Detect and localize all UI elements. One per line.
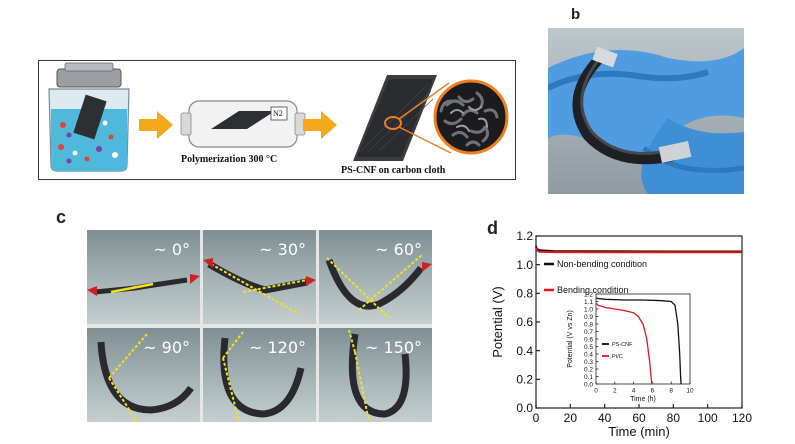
tube-furnace-icon bbox=[180, 100, 306, 148]
bent-electrode-photo bbox=[548, 28, 744, 194]
y-tick-label: 1.0 bbox=[516, 258, 533, 272]
series-line-pt-c bbox=[595, 302, 653, 385]
y-tick-label: 0.0 bbox=[584, 381, 593, 388]
gas-label: N2 bbox=[273, 109, 283, 118]
x-tick-label: 0 bbox=[594, 388, 598, 395]
x-axis-label: Time (h) bbox=[630, 396, 656, 403]
y-tick-label: 0.7 bbox=[584, 329, 593, 336]
bend-30-illustration bbox=[203, 258, 316, 315]
polymerization-caption: Polymerization 300 °C bbox=[181, 154, 278, 165]
y-tick-label: 0.6 bbox=[516, 315, 533, 329]
x-tick-label: 80 bbox=[667, 411, 681, 425]
y-tick-label: 0.3 bbox=[584, 359, 593, 366]
panel-label-d: d bbox=[487, 218, 498, 238]
x-axis-label: Time (min) bbox=[608, 424, 670, 439]
y-tick-label: 0.9 bbox=[584, 314, 593, 321]
bend-120-illustration bbox=[220, 331, 305, 422]
y-tick-label: 0.2 bbox=[516, 373, 533, 387]
x-tick-label: 4 bbox=[632, 388, 636, 395]
panel-c-bending-photos: ~ 0° ~ 30° ~ 60° ~ 90° bbox=[87, 230, 432, 422]
bend-90-illustration bbox=[97, 333, 194, 422]
y-tick-label: 1.2 bbox=[516, 229, 533, 243]
flexible-electrode-icon bbox=[572, 46, 692, 165]
bend-angle-label: ~ 120° bbox=[248, 338, 306, 357]
process-arrow-icon bbox=[303, 111, 337, 139]
bend-angle-label: ~ 0° bbox=[153, 240, 190, 259]
y-tick-label: 0.2 bbox=[584, 366, 593, 373]
y-tick-label: 0.5 bbox=[584, 344, 593, 351]
legend-label: PS-CNF bbox=[612, 342, 633, 348]
carbon-cloth-caption: PS-CNF on carbon cloth bbox=[341, 165, 446, 176]
panel-b-photo bbox=[548, 28, 744, 194]
y-axis-label: Potential (V) bbox=[490, 286, 505, 358]
bend-0-illustration bbox=[87, 274, 200, 296]
y-tick-label: 1.0 bbox=[584, 306, 593, 313]
bend-angle-label: ~ 150° bbox=[364, 338, 422, 357]
y-tick-label: 0.1 bbox=[584, 374, 593, 381]
x-tick-label: 40 bbox=[598, 411, 612, 425]
bend-angle-label: ~ 90° bbox=[143, 338, 190, 357]
nanofiber-zoom-icon bbox=[433, 79, 509, 155]
x-tick-label: 10 bbox=[686, 388, 694, 395]
x-tick-label: 0 bbox=[533, 411, 540, 425]
x-tick-label: 6 bbox=[651, 388, 655, 395]
bend-photo-120: ~ 120° bbox=[203, 328, 316, 422]
y-tick-label: 0.6 bbox=[584, 336, 593, 343]
legend-label: Bending condition bbox=[557, 285, 629, 295]
legend-label: Non-bending condition bbox=[557, 259, 647, 269]
bend-photo-0: ~ 0° bbox=[87, 230, 200, 324]
x-tick-label: 8 bbox=[669, 388, 673, 395]
bend-photo-90: ~ 90° bbox=[87, 328, 200, 422]
panel-label-c: c bbox=[56, 207, 67, 227]
y-axis-label: Potential (V vs Zn) bbox=[567, 310, 574, 368]
x-tick-label: 2 bbox=[613, 388, 617, 395]
carbon-cloth-icon bbox=[353, 75, 452, 161]
panel-a-schematic: N2 Polymerization 300 °C PS-CNF on carbo… bbox=[38, 60, 516, 180]
panel-label-b: b bbox=[571, 6, 581, 23]
series-line-ps-cnf bbox=[595, 297, 682, 385]
y-tick-label: 0.8 bbox=[584, 321, 593, 328]
bend-photo-150: ~ 150° bbox=[319, 328, 432, 422]
x-tick-label: 120 bbox=[732, 411, 752, 425]
legend-label: Pt/C bbox=[612, 354, 623, 360]
bend-angle-label: ~ 60° bbox=[375, 240, 422, 259]
series-line-bending-condition bbox=[535, 247, 742, 254]
bend-angle-label: ~ 30° bbox=[259, 240, 306, 259]
y-tick-label: 1.2 bbox=[584, 291, 593, 298]
y-tick-label: 0.0 bbox=[516, 401, 533, 415]
y-tick-label: 0.8 bbox=[516, 287, 533, 301]
y-tick-label: 0.4 bbox=[516, 344, 533, 358]
x-tick-label: 100 bbox=[698, 411, 718, 425]
y-tick-label: 1.1 bbox=[584, 299, 593, 306]
x-tick-label: 60 bbox=[632, 411, 646, 425]
glove-hand-icon bbox=[548, 48, 744, 194]
process-arrow-icon bbox=[139, 111, 173, 139]
x-tick-label: 20 bbox=[564, 411, 578, 425]
bend-photo-30: ~ 30° bbox=[203, 230, 316, 324]
bend-60-illustration bbox=[325, 253, 432, 319]
reaction-jar-icon bbox=[48, 62, 130, 172]
bend-photo-60: ~ 60° bbox=[319, 230, 432, 324]
synthesis-schematic bbox=[48, 62, 509, 172]
bend-150-illustration bbox=[348, 329, 410, 422]
y-tick-label: 0.4 bbox=[584, 351, 593, 358]
